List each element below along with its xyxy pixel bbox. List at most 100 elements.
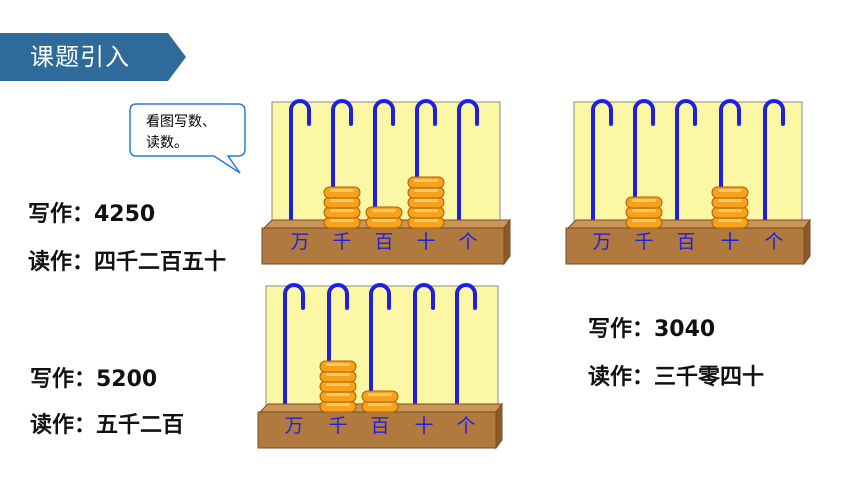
place-label-1: 千 bbox=[634, 231, 654, 253]
abacus-bead-highlight bbox=[718, 199, 742, 202]
abacus-rod-万 bbox=[283, 283, 305, 414]
abacus-bead bbox=[361, 390, 399, 403]
abacus-bead-highlight bbox=[368, 403, 392, 406]
place-label-3: 十 bbox=[720, 231, 740, 253]
abacus-rod-个 bbox=[455, 283, 477, 414]
abacus-bead bbox=[407, 206, 445, 219]
abacus-bead bbox=[625, 206, 663, 219]
abacus-rod-千 bbox=[327, 283, 349, 414]
place-label-0: 万 bbox=[290, 231, 310, 253]
place-label-4: 个 bbox=[456, 415, 476, 437]
abacus-4250: 万千百十个 bbox=[261, 90, 511, 270]
abacus-bead-highlight bbox=[414, 219, 438, 222]
abacus-bead bbox=[365, 216, 403, 229]
abacus-bead-highlight bbox=[414, 189, 438, 192]
abacus-rod-万 bbox=[289, 99, 311, 230]
abacus-bead-highlight bbox=[330, 199, 354, 202]
abacus-bead-highlight bbox=[326, 363, 350, 366]
abacus-bead-highlight bbox=[718, 219, 742, 222]
section-banner: 课题引入 bbox=[0, 33, 186, 81]
place-label-0: 万 bbox=[284, 415, 304, 437]
abacus-bead-highlight bbox=[330, 209, 354, 212]
abacus-bead bbox=[319, 380, 357, 393]
abacus-bead bbox=[625, 196, 663, 209]
write-label-4250: 写作：4250 bbox=[28, 202, 156, 227]
speech-bubble: 看图写数、 读数。 bbox=[128, 102, 248, 177]
abacus-bead bbox=[319, 390, 357, 403]
place-label-0: 万 bbox=[592, 231, 612, 253]
abacus-bead-highlight bbox=[326, 403, 350, 406]
abacus-bead bbox=[407, 186, 445, 199]
abacus-base-side bbox=[503, 218, 511, 266]
abacus-bead bbox=[711, 216, 749, 229]
abacus-bead-highlight bbox=[718, 209, 742, 212]
abacus-bead bbox=[319, 400, 357, 413]
abacus-bead bbox=[361, 400, 399, 413]
abacus-bead bbox=[625, 216, 663, 229]
place-label-1: 千 bbox=[328, 415, 348, 437]
abacus-bead bbox=[365, 206, 403, 219]
abacus-bead-highlight bbox=[632, 209, 656, 212]
abacus-base bbox=[257, 411, 497, 449]
abacus-rod-百 bbox=[369, 283, 391, 414]
abacus-rod-十 bbox=[719, 99, 741, 230]
abacus-rod-百 bbox=[373, 99, 395, 230]
place-label-2: 百 bbox=[370, 415, 390, 437]
abacus-drawing bbox=[261, 99, 511, 266]
abacus-rod-十 bbox=[413, 283, 435, 414]
abacus-bead-highlight bbox=[326, 373, 350, 376]
place-label-4: 个 bbox=[458, 231, 478, 253]
abacus-bead bbox=[323, 196, 361, 209]
abacus-bead-highlight bbox=[372, 209, 396, 212]
abacus-5200: 万 千百 十个 bbox=[257, 274, 503, 454]
abacus-rod-万 bbox=[591, 99, 613, 230]
abacus-bead bbox=[407, 176, 445, 189]
abacus-bead bbox=[711, 186, 749, 199]
abacus-bead bbox=[319, 370, 357, 383]
abacus-drawing bbox=[257, 283, 503, 450]
abacus-bead bbox=[323, 186, 361, 199]
abacus-board bbox=[573, 101, 803, 229]
abacus-rod-千 bbox=[331, 99, 353, 230]
bubble-text: 看图写数、 读数。 bbox=[146, 112, 241, 154]
abacus-bead bbox=[407, 216, 445, 229]
abacus-bead-highlight bbox=[368, 393, 392, 396]
abacus-rod-个 bbox=[457, 99, 479, 230]
place-label-3: 十 bbox=[414, 415, 434, 437]
abacus-bead bbox=[323, 206, 361, 219]
abacus-bead bbox=[711, 196, 749, 209]
bubble-line-1: 看图写数、 bbox=[146, 114, 216, 130]
place-label-3: 十 bbox=[416, 231, 436, 253]
abacus-bead bbox=[407, 196, 445, 209]
abacus-rod-千 bbox=[633, 99, 655, 230]
section-title: 课题引入 bbox=[30, 43, 130, 71]
abacus-bead-highlight bbox=[326, 393, 350, 396]
write-label-5200: 写作：5200 bbox=[30, 367, 158, 392]
abacus-bead-highlight bbox=[632, 219, 656, 222]
place-label-4: 个 bbox=[764, 231, 784, 253]
abacus-drawing bbox=[565, 99, 811, 266]
abacus-bead-highlight bbox=[330, 219, 354, 222]
abacus-bead-highlight bbox=[330, 189, 354, 192]
abacus-bead-highlight bbox=[326, 383, 350, 386]
place-label-2: 百 bbox=[676, 231, 696, 253]
abacus-bead-highlight bbox=[414, 199, 438, 202]
abacus-bead-highlight bbox=[414, 179, 438, 182]
abacus-bead bbox=[323, 216, 361, 229]
abacus-bead bbox=[319, 360, 357, 373]
abacus-base-top bbox=[566, 219, 811, 229]
bubble-line-2: 读数。 bbox=[146, 135, 188, 151]
abacus-base-side bbox=[495, 402, 503, 450]
place-label-2: 百 bbox=[374, 231, 394, 253]
abacus-bead-highlight bbox=[372, 219, 396, 222]
abacus-rod-十 bbox=[415, 99, 437, 230]
abacus-bead-highlight bbox=[414, 209, 438, 212]
abacus-bead-highlight bbox=[718, 189, 742, 192]
place-label-1: 千 bbox=[332, 231, 352, 253]
abacus-bead bbox=[711, 206, 749, 219]
read-label-4250: 读作：四千二百五十 bbox=[28, 250, 227, 275]
abacus-base-side bbox=[803, 218, 811, 266]
abacus-bead-highlight bbox=[632, 199, 656, 202]
abacus-rod-百 bbox=[675, 99, 697, 230]
abacus-3040: 万千百 十 个 bbox=[565, 90, 811, 270]
